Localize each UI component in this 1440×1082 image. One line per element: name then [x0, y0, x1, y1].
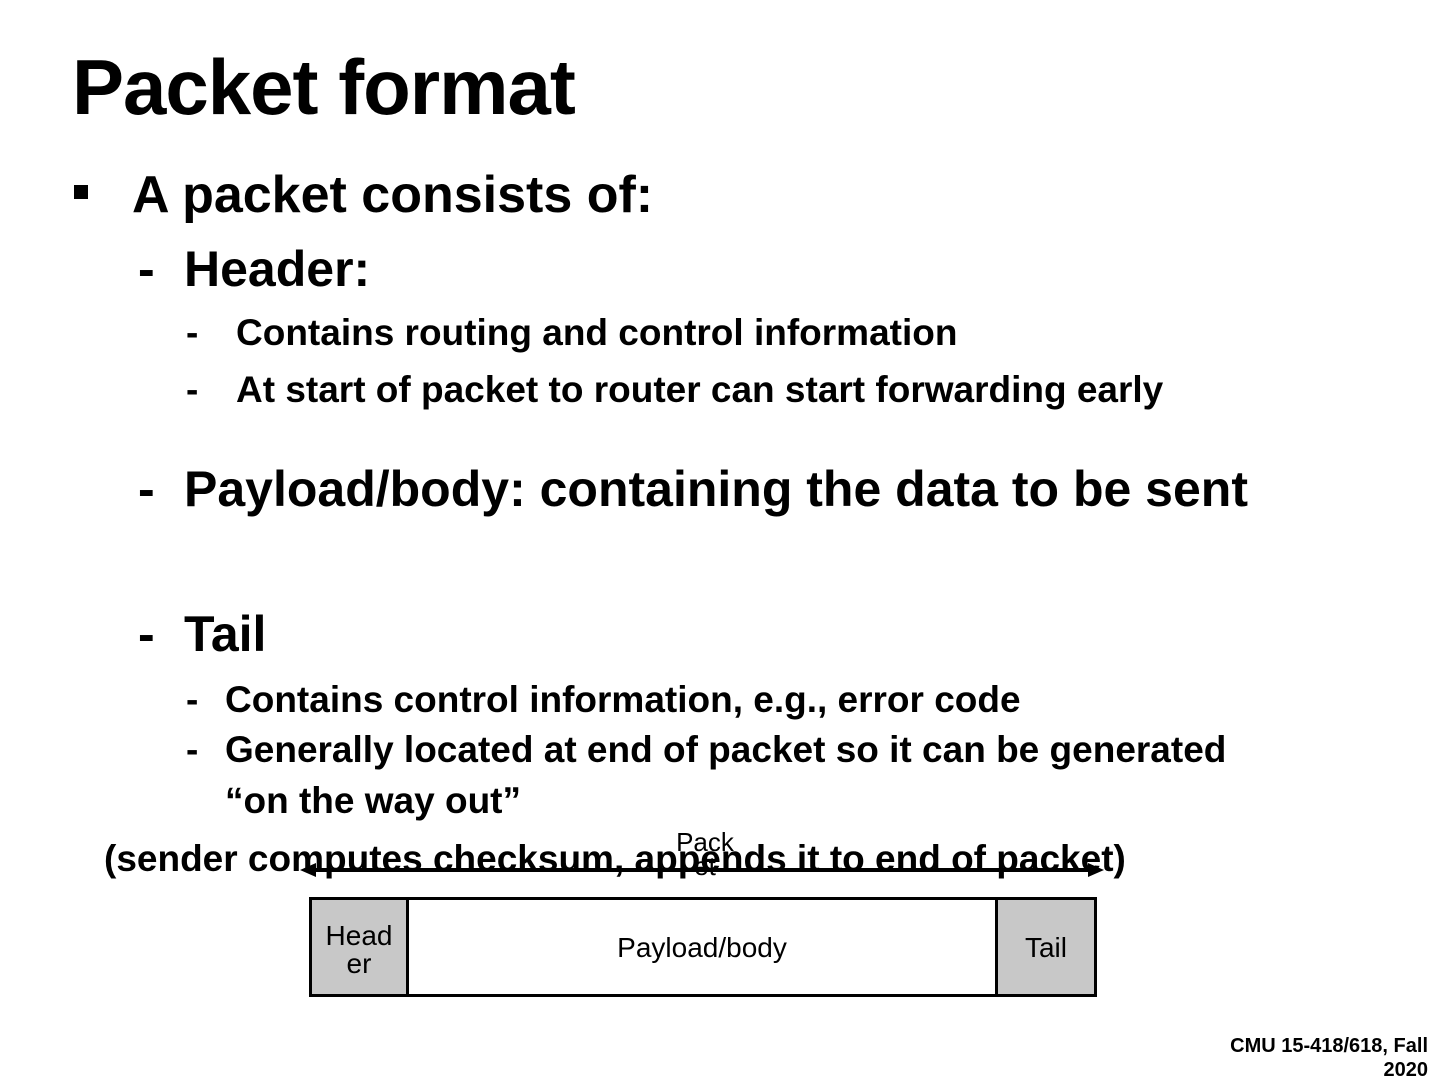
header-label: Header:	[184, 241, 371, 297]
packet-span-label-line1: Pack	[676, 827, 734, 857]
header-box	[309, 897, 409, 997]
dash-icon: -	[186, 679, 199, 720]
footer-course: CMU 15-418/618, Fall	[1230, 1035, 1428, 1057]
payload-label: Payload/body: containing the data to be …	[184, 461, 1248, 517]
slide-title: Packet format	[72, 43, 576, 131]
tail-label: Tail	[184, 606, 267, 662]
tail-note: (sender computes checksum, appends it to…	[104, 838, 1126, 879]
bullet-main: A packet consists of:	[132, 166, 654, 224]
payload-box-label: Payload/body	[617, 932, 787, 963]
dash-icon: -	[138, 461, 155, 517]
header-point-2: At start of packet to router can start f…	[236, 369, 1164, 410]
bullet-square-icon	[74, 185, 88, 199]
tail-point-2: Generally located at end of packet so it…	[225, 729, 1227, 770]
header-box-label-line2: er	[346, 948, 372, 979]
footer-year: 2020	[1383, 1059, 1429, 1081]
tail-box	[995, 897, 1097, 997]
dash-icon: -	[186, 369, 199, 410]
dash-icon: -	[138, 241, 155, 297]
header-box-label-line1: Head	[325, 920, 393, 951]
tail-point-3: “on the way out”	[225, 780, 521, 821]
dash-icon: -	[186, 312, 199, 353]
header-point-1: Contains routing and control information	[236, 312, 958, 353]
dash-icon: -	[138, 606, 155, 662]
tail-box-label: Tail	[1024, 932, 1067, 963]
packet-span-label: Pack et	[660, 827, 750, 881]
dash-icon: -	[186, 729, 199, 770]
slide-footer: CMU 15-418/618, Fall 2020	[1230, 1034, 1428, 1082]
header-box-label: Head er	[312, 922, 406, 978]
tail-point-1: Contains control information, e.g., erro…	[225, 679, 1021, 720]
packet-span-label-line2: et	[694, 851, 716, 881]
